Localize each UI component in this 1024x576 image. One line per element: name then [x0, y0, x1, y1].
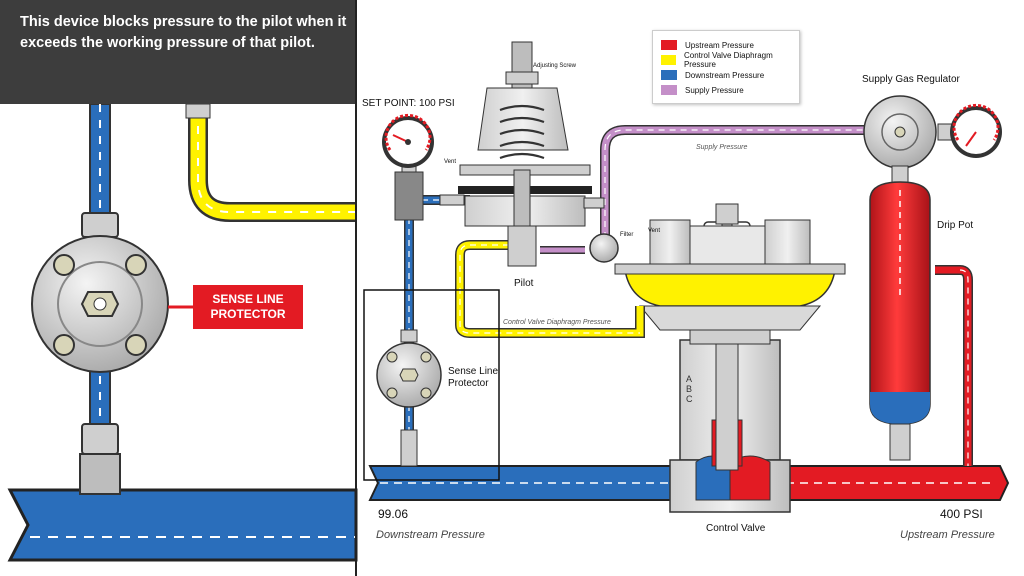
label-set-point: SET POINT: 100 PSI	[362, 98, 455, 109]
zoom-diaphragm-line	[188, 110, 356, 222]
label-downstream-value: 99.06	[378, 507, 408, 521]
sense-line-protector	[363, 289, 500, 481]
label-sense-line-protector-2: Protector	[448, 378, 489, 389]
pilot	[439, 41, 605, 267]
label-diaphragm-pressure-line: Control Valve Diaphragm Pressure	[503, 319, 611, 326]
upstream-sense-line	[935, 265, 973, 466]
legend-label: Downstream Pressure	[685, 70, 765, 80]
schematic: A B C	[363, 41, 1010, 513]
caption-text: This device blocks pressure to the pilot…	[20, 14, 347, 51]
svg-text:B: B	[686, 384, 692, 394]
label-upstream-value: 400 PSI	[940, 507, 983, 521]
label-filter: Filter	[620, 232, 633, 238]
zoom-panel	[7, 103, 358, 562]
filter	[589, 233, 619, 263]
callout-sense-line-protector: SENSE LINE PROTECTOR	[193, 285, 303, 329]
label-control-valve: Control Valve	[706, 523, 766, 534]
pressure-gauge-icon	[382, 113, 434, 180]
legend-label: Upstream Pressure	[685, 40, 754, 50]
label-supply-pressure-line: Supply Pressure	[696, 144, 747, 151]
legend-swatch	[661, 85, 677, 95]
control-valve: A B C	[614, 203, 846, 513]
supply-gas-regulator	[863, 95, 1002, 189]
legend-item-supply: Supply Pressure	[661, 84, 744, 96]
zoom-main-pipe	[7, 488, 358, 562]
label-vent-pilot: Vent	[444, 159, 456, 165]
label-supply-gas-regulator: Supply Gas Regulator	[862, 74, 961, 85]
panel-divider	[355, 0, 357, 576]
label-sense-line-protector-1: Sense Line	[448, 366, 498, 377]
legend-label: Control Valve Diaphragm Pressure	[683, 51, 773, 69]
label-pilot: Pilot	[514, 278, 534, 289]
legend-swatch	[661, 55, 676, 65]
legend-item-diaphragm: Control Valve Diaphragm Pressure	[661, 51, 799, 69]
legend-swatch	[661, 40, 677, 50]
legend-item-downstream: Downstream Pressure	[661, 69, 764, 81]
label-downstream-pressure: Downstream Pressure	[376, 529, 485, 541]
legend-label: Supply Pressure	[685, 85, 744, 95]
label-drip-pot: Drip Pot	[937, 220, 973, 231]
drip-pot	[869, 181, 931, 461]
legend-item-upstream: Upstream Pressure	[661, 39, 754, 51]
label-vent-valve: Vent	[648, 228, 660, 234]
label-upstream-pressure: Upstream Pressure	[900, 529, 995, 541]
caption-box: This device blocks pressure to the pilot…	[0, 0, 356, 104]
svg-text:A: A	[686, 374, 692, 384]
legend-swatch	[661, 70, 677, 80]
label-adjusting-screw: Adjusting Screw	[533, 63, 577, 69]
legend: Upstream Pressure Control Valve Diaphrag…	[652, 30, 800, 104]
svg-text:C: C	[686, 394, 693, 404]
